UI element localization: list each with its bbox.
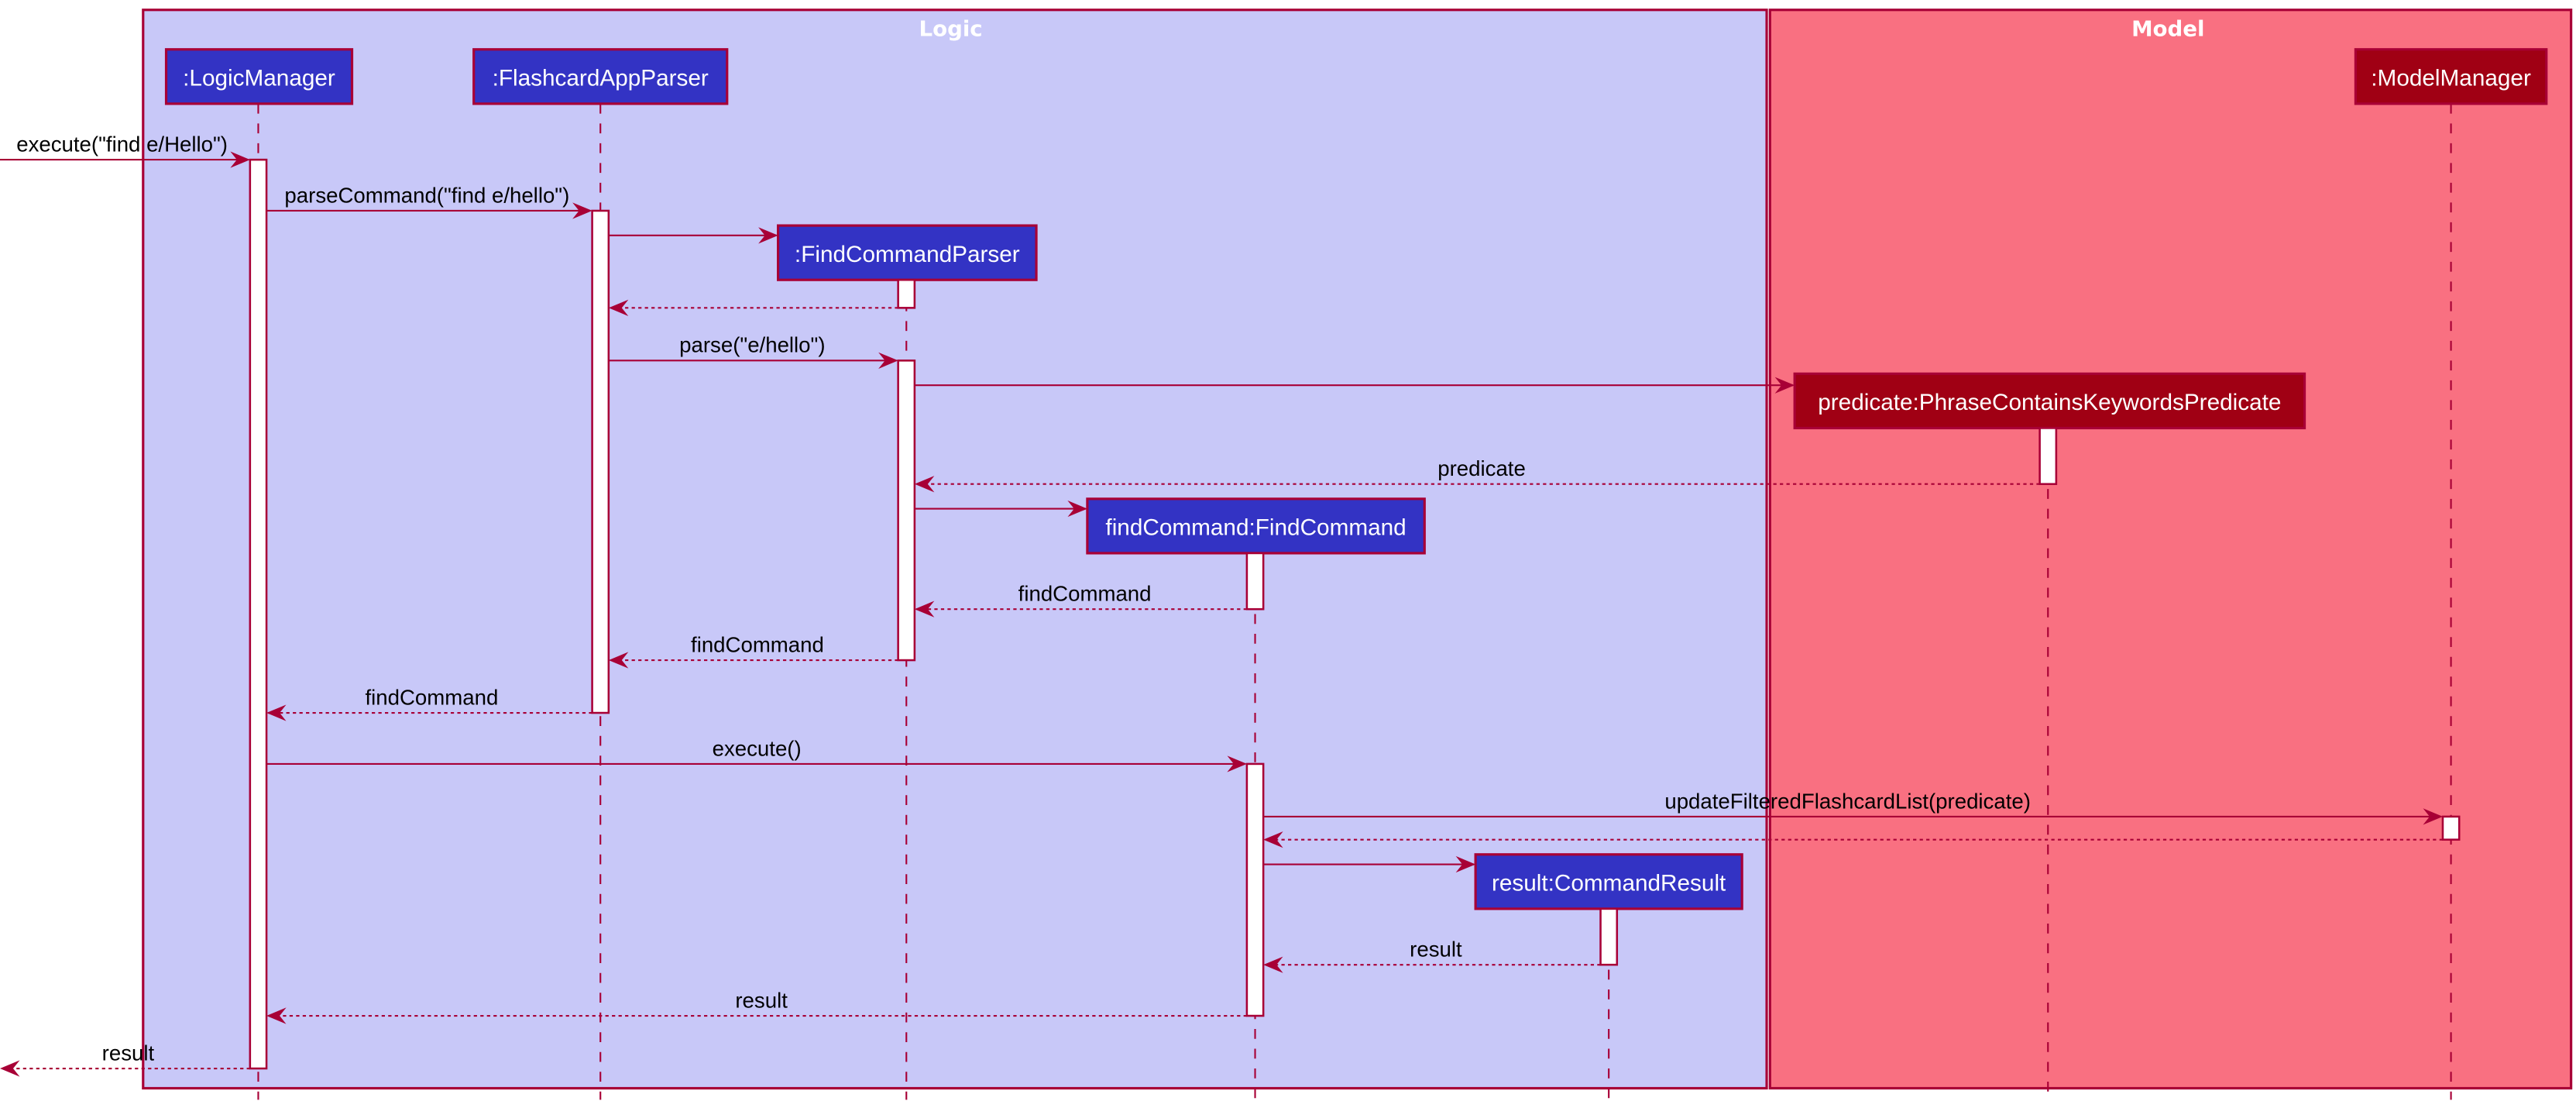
frame-logic-title: Logic	[919, 16, 983, 42]
message-execute[interactable]: execute()	[266, 736, 1247, 773]
participant-predicate[interactable]: predicate:PhraseContainsKeywordsPredicat…	[1793, 372, 2306, 430]
participant-label: :ModelManager	[2371, 65, 2531, 91]
message-execute-find[interactable]: execute("find e/Hello")	[0, 132, 250, 168]
participant-label: :FlashcardAppParser	[493, 65, 709, 91]
participant-find-command[interactable]: findCommand:FindCommand	[1086, 497, 1426, 555]
activation-find-command-parser-create	[897, 278, 916, 309]
message-label: result	[735, 988, 788, 1012]
message-label: parse("e/hello")	[679, 333, 825, 357]
frame-logic: Logic	[142, 9, 1768, 1090]
participant-label: :FindCommandParser	[795, 242, 1020, 267]
message-label: execute()	[713, 736, 802, 760]
participant-box	[1474, 853, 1743, 910]
message-label: findCommand	[1018, 582, 1152, 606]
message-label: updateFilteredFlashcardList(predicate)	[1664, 789, 2031, 813]
participant-label: predicate:PhraseContainsKeywordsPredicat…	[1818, 390, 2281, 415]
participant-label: :LogicManager	[183, 65, 335, 91]
activation-predicate	[2038, 427, 2058, 485]
frame-model-box	[1768, 9, 2573, 1090]
frame-logic-box	[142, 9, 1768, 1090]
message-return-result-external[interactable]: result	[0, 1041, 250, 1077]
activation-find-command-parser-parse	[897, 360, 916, 662]
participant-command-result[interactable]: result:CommandResult	[1474, 853, 1743, 910]
message-parse[interactable]: parse("e/hello")	[608, 333, 898, 369]
messages: execute("find e/Hello") parseCommand("fi…	[0, 132, 2443, 1077]
message-return-result-to-logic-manager[interactable]: result	[266, 988, 1247, 1024]
message-label: predicate	[1437, 456, 1526, 480]
participant-find-command-parser[interactable]: :FindCommandParser	[777, 224, 1038, 281]
activations	[249, 158, 2461, 1070]
message-label: findCommand	[691, 632, 824, 656]
message-return-find-command-to-app-parser[interactable]: findCommand	[608, 632, 898, 669]
participant-box	[164, 48, 354, 105]
frame-model-title: Model	[2131, 16, 2204, 42]
participant-box	[1086, 497, 1426, 555]
participant-box	[2354, 48, 2548, 105]
message-return-predicate[interactable]: predicate	[914, 456, 2040, 493]
message-return-find-command-to-parser[interactable]: findCommand	[914, 582, 1247, 618]
message-return-find-command-to-logic-manager[interactable]: findCommand	[266, 685, 592, 721]
message-update-filtered-flashcard-list[interactable]: updateFilteredFlashcardList(predicate)	[1263, 789, 2443, 825]
participant-box	[777, 224, 1038, 281]
participant-flashcard-app-parser[interactable]: :FlashcardAppParser	[472, 48, 729, 105]
participant-model-manager[interactable]: :ModelManager	[2354, 48, 2548, 105]
message-label: findCommand	[366, 685, 499, 709]
participant-label: findCommand:FindCommand	[1105, 515, 1406, 541]
message-label: execute("find e/Hello")	[16, 132, 228, 156]
activation-model-manager	[2441, 815, 2461, 841]
activation-flashcard-app-parser	[591, 209, 610, 714]
activation-find-command-create	[1245, 552, 1265, 611]
message-label: parseCommand("find e/hello")	[284, 183, 569, 207]
activation-command-result	[1599, 907, 1619, 966]
participant-label: result:CommandResult	[1492, 871, 1726, 896]
participant-logic-manager[interactable]: :LogicManager	[164, 48, 354, 105]
message-label: result	[102, 1041, 155, 1065]
activation-logic-manager	[249, 158, 268, 1070]
message-label: result	[1410, 938, 1462, 962]
frame-model: Model	[1768, 9, 2573, 1090]
participant-box	[472, 48, 729, 105]
activation-find-command-execute	[1245, 762, 1265, 1017]
message-return-result-to-find-command[interactable]: result	[1263, 938, 1601, 973]
message-parse-command[interactable]: parseCommand("find e/hello")	[266, 183, 592, 219]
